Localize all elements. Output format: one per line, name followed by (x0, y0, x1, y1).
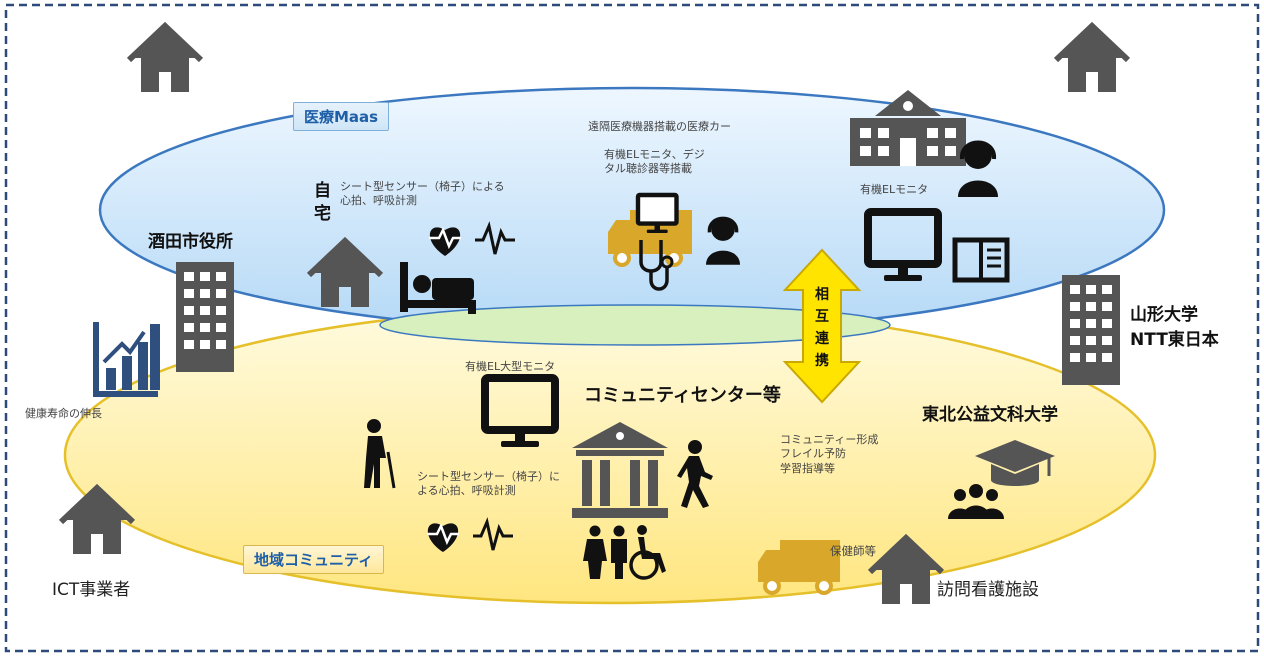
kenko-label: 健康寿命の伸長 (25, 407, 102, 420)
mutual-label-char: 連 (815, 331, 829, 347)
elderly-icon (364, 419, 396, 489)
ntt-label: NTT東日本 (1130, 330, 1219, 350)
stethoscope-icon (639, 240, 674, 291)
mutual-label-char: 携 (815, 353, 829, 369)
building-icon (1062, 275, 1120, 385)
seat-sensor-top-label: シート型センサー（椅子）による心拍、呼吸計測 (340, 180, 505, 207)
mutual-label-char: 互 (815, 309, 829, 325)
overlap-ellipse (379, 304, 891, 346)
museum-icon (572, 422, 668, 518)
community-center-label: コミュニティセンター等 (584, 385, 781, 406)
headset-person-icon (706, 216, 740, 265)
homon-label: 訪問看護施設 (937, 580, 1039, 600)
home-label: 自宅 (314, 181, 331, 224)
graduation-cap-icon (975, 440, 1055, 486)
community-tag: 地域コミュニティ (243, 545, 385, 574)
headset-person-icon (958, 140, 998, 197)
mutual-arrow (782, 248, 862, 404)
bed-icon (400, 262, 476, 314)
tohoku-label: 東北公益文科大学 (922, 405, 1058, 425)
medical-maas-tag: 医療Maas (293, 102, 390, 131)
oled-monitor-label: 有機ELモニタ (860, 183, 929, 196)
yamagata-label: 山形大学 (1130, 305, 1198, 325)
family-icon (583, 525, 627, 579)
building-icon (176, 262, 234, 372)
ict-label: ICT事業者 (52, 580, 131, 600)
car-equipment-label: 有機ELモニタ、デジタル聴診器等搭載 (604, 148, 705, 175)
hokenshi-label: 保健師等 (830, 544, 876, 558)
dashed-border (4, 3, 1260, 653)
monitor-icon (638, 195, 677, 233)
book-icon (952, 237, 1010, 283)
house-icon (1056, 26, 1128, 92)
seat-sensor-bottom-label: シート型センサー（椅子）による心拍、呼吸計測 (417, 470, 560, 497)
school-icon (850, 90, 966, 166)
mutual-label-char: 相 (815, 287, 829, 303)
group-icon (948, 484, 1004, 519)
house-icon (129, 26, 201, 92)
sakata-label: 酒田市役所 (148, 232, 233, 252)
truck-icon (758, 540, 840, 595)
mutual-label: 相互連携 (814, 284, 830, 372)
oled-large-label: 有機EL大型モニタ (465, 360, 556, 373)
walking-icon (677, 440, 713, 508)
medical-car-label: 遠隔医療機器搭載の医療カー (588, 120, 731, 133)
community-activities-label: コミュニティー形成 フレイル予防 学習指導等 (780, 433, 879, 475)
wheelchair-icon (629, 525, 666, 580)
chart-icon (93, 322, 160, 397)
